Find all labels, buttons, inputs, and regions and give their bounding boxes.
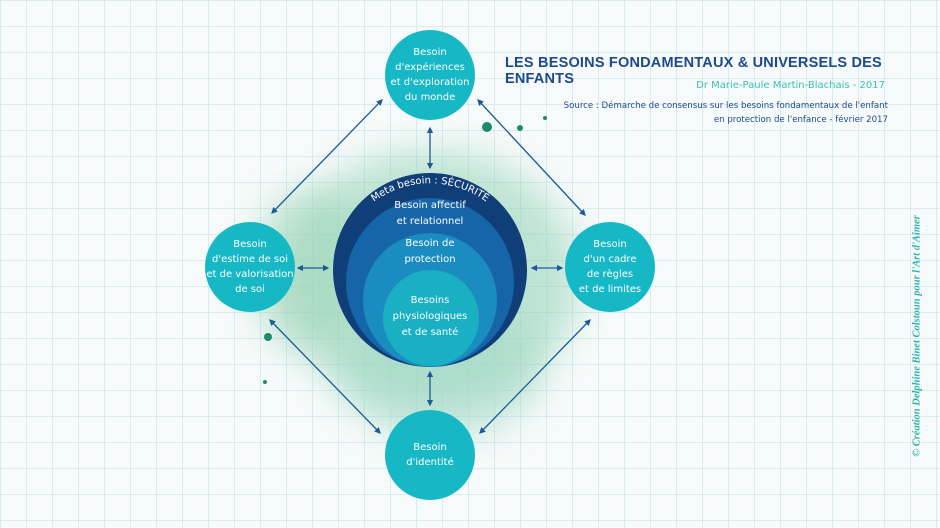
protection-label: Besoin de protection — [404, 238, 456, 265]
node-estime: Besoin d'estime de soi et de valorisatio… — [205, 222, 295, 312]
page-title: LES BESOINS FONDAMENTAUX & UNIVERSELS DE… — [505, 55, 882, 87]
credit: © Création Delphine Binet Colstoun pour … — [911, 215, 923, 457]
node-identite: Besoin d'identité — [385, 410, 475, 500]
affectif-label: Besoin affectif et relationnel — [394, 200, 466, 227]
arrow-left-bottom — [269, 319, 381, 434]
arrow-right-bottom — [479, 319, 591, 434]
physio-label: Besoins physiologiques et de santé — [392, 295, 468, 338]
node-exploration: Besoin d'expériences et d'exploration du… — [385, 30, 475, 120]
arrow-top-left — [271, 99, 383, 214]
source: Source : Démarche de consensus sur les b… — [563, 101, 888, 125]
ring-physio — [383, 270, 479, 366]
arrow-top-right — [477, 99, 586, 216]
ink-dots — [263, 116, 547, 384]
author: Dr Marie-Paule Martin-Blachais - 2017 — [696, 80, 885, 91]
node-cadre: Besoin d'un cadre de règles et de limite… — [565, 222, 655, 312]
